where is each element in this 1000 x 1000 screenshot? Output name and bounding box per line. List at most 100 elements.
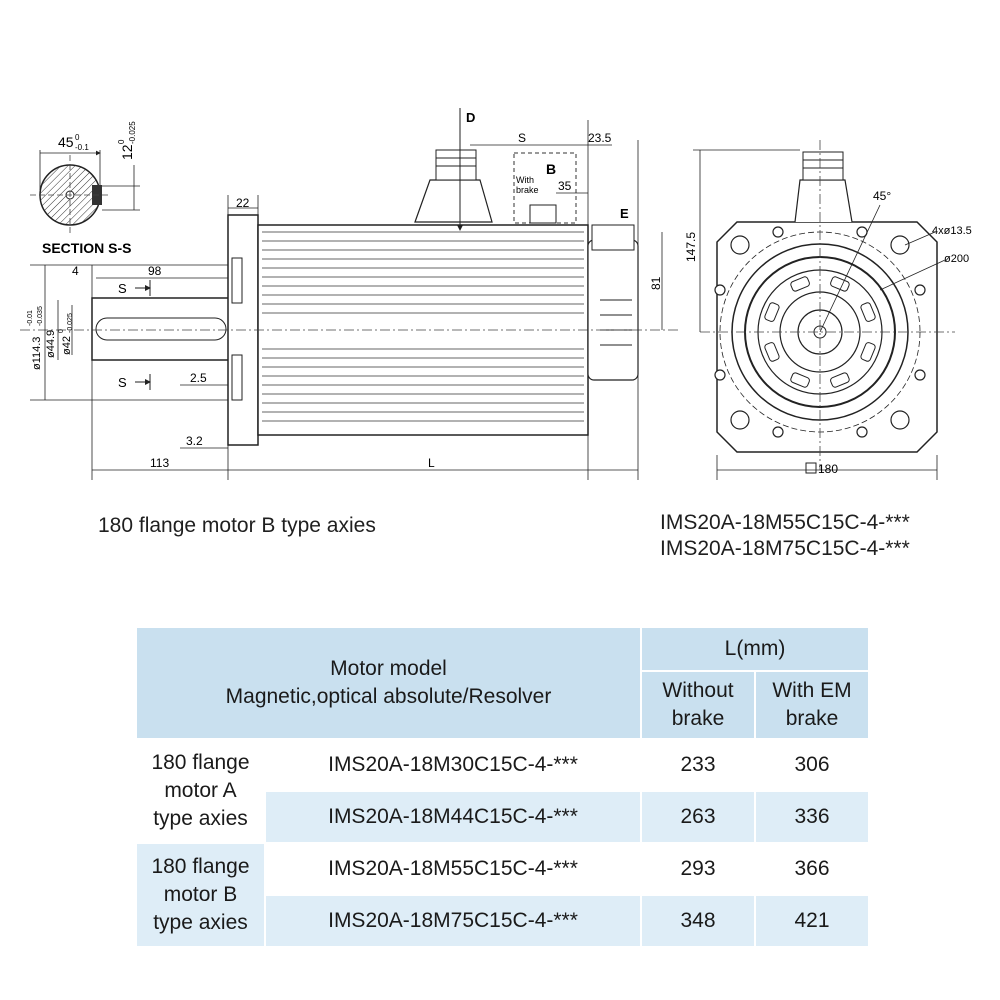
header-with-brake: With EM brake	[754, 670, 870, 740]
dim-114-3: ø114.3	[31, 337, 43, 370]
caption-right: IMS20A-18M55C15C-4-*** IMS20A-18M75C15C-…	[660, 510, 910, 562]
mounting-hole	[730, 410, 750, 430]
group-a-line1: 180 flange	[151, 751, 250, 774]
without-brake-cell: 263	[640, 790, 756, 844]
view-marker-B: B	[546, 161, 556, 177]
header-without-line2: brake	[671, 707, 725, 730]
rotor-slot	[830, 372, 850, 388]
dim-45-degrees: 45°	[873, 189, 891, 203]
dim-113: 113	[150, 456, 169, 470]
dim-3-2: 3.2	[186, 434, 203, 448]
group-a-line2: motor A	[164, 779, 237, 802]
dim-180: 180	[818, 462, 838, 476]
with-brake-cell: 366	[754, 842, 870, 896]
header-without-brake: Without brake	[640, 670, 756, 740]
side-view: S S 22 4 98 2.5 3.2 113 L S 23.5 35 81 ø…	[20, 108, 680, 480]
model-cell: IMS20A-18M30C15C-4-***	[264, 738, 642, 792]
dim-114-3-tol-lower: -0.035	[37, 306, 44, 326]
header-L: L(mm)	[640, 626, 870, 672]
dim-2-5: 2.5	[190, 371, 207, 385]
group-label-b: 180 flange motor B type axies	[135, 842, 266, 948]
model-cell: IMS20A-18M44C15C-4-***	[264, 790, 642, 844]
front-view: 147.5 180 45° 4xø13.5 ø200	[684, 140, 972, 480]
dim-42-tol-lower: -0.025	[67, 313, 74, 333]
dim-98: 98	[148, 264, 162, 278]
mounting-hole	[730, 235, 750, 255]
table-row: 180 flange motor B type axies IMS20A-18M…	[135, 842, 870, 948]
mounting-hole	[772, 426, 784, 438]
dim-45: 45	[58, 134, 74, 150]
dim-45-tol-upper: 0	[75, 133, 80, 142]
dim-12-tol-lower: -0.025	[128, 121, 137, 144]
rotor-slot	[790, 276, 810, 292]
dim-12: 12	[119, 144, 135, 160]
group-a-line3: type axies	[153, 807, 248, 830]
without-brake-cell: 293	[640, 842, 756, 896]
group-b-line2: motor B	[163, 883, 238, 906]
view-marker-E: E	[620, 206, 629, 221]
view-marker-D: D	[466, 110, 475, 125]
brake-label: brake	[516, 185, 539, 195]
model-cell: IMS20A-18M75C15C-4-***	[264, 894, 642, 948]
table-row: 180 flange motor A type axies IMS20A-18M…	[135, 738, 870, 844]
dim-4: 4	[72, 264, 79, 278]
section-marker-top: S	[118, 281, 127, 296]
group-b-line3: type axies	[153, 911, 248, 934]
header-motor-model: Motor model Magnetic,optical absolute/Re…	[135, 626, 642, 740]
header-with-line2: brake	[785, 707, 839, 730]
dim-114-3-tol-upper: -0.01	[27, 310, 34, 326]
header-without-line1: Without	[662, 679, 734, 702]
with-label: With	[516, 175, 534, 185]
rotor-spokes	[764, 276, 876, 388]
with-brake-cell: 306	[754, 738, 870, 792]
group-b-line1: 180 flange	[151, 855, 250, 878]
dim-200: ø200	[944, 253, 969, 265]
header-model-line1: Motor model	[330, 657, 447, 680]
dim-S: S	[518, 131, 526, 145]
mounting-hole	[856, 426, 868, 438]
rotor-slot	[764, 302, 780, 322]
motor-dimension-drawing: 45 0 -0.1 12 0 -0.025 SECTION S-S	[20, 108, 972, 480]
mounting-hole	[714, 284, 726, 296]
rotor-slot	[764, 342, 780, 362]
dim-42-tol-upper: 0	[58, 329, 65, 333]
rotor-slot	[790, 372, 810, 388]
section-marker-bottom: S	[118, 375, 127, 390]
dim-35: 35	[558, 179, 572, 193]
dim-42: ø42	[61, 336, 73, 355]
rotor-slot	[860, 342, 876, 362]
section-label: SECTION S-S	[42, 240, 131, 256]
with-brake-cell: 421	[754, 894, 870, 948]
dim-4x13-5: 4xø13.5	[932, 225, 972, 237]
dim-L: L	[428, 456, 435, 470]
cooling-fins	[262, 231, 584, 422]
header-model-line2: Magnetic,optical absolute/Resolver	[225, 685, 552, 708]
model-cell: IMS20A-18M55C15C-4-***	[264, 842, 642, 896]
caption-right-line1: IMS20A-18M55C15C-4-***	[660, 511, 910, 534]
dim-22: 22	[236, 196, 250, 210]
dim-147-5: 147.5	[684, 232, 698, 262]
caption-left: 180 flange motor B type axies	[98, 514, 376, 537]
without-brake-cell: 348	[640, 894, 756, 948]
mounting-hole	[772, 226, 784, 238]
mounting-hole	[914, 284, 926, 296]
dim-44-9: ø44.9	[45, 330, 57, 358]
header-with-line1: With EM	[772, 679, 852, 702]
dim-23-5: 23.5	[588, 131, 612, 145]
mounting-hole	[890, 235, 910, 255]
section-view: 45 0 -0.1 12 0 -0.025 SECTION S-S	[30, 121, 140, 256]
mounting-hole	[714, 369, 726, 381]
rotor-slot	[860, 302, 876, 322]
rotor-slot	[830, 276, 850, 292]
dim-81: 81	[649, 276, 663, 290]
with-brake-cell: 336	[754, 790, 870, 844]
mounting-hole	[890, 410, 910, 430]
without-brake-cell: 233	[640, 738, 756, 792]
dim-45-tol-lower: -0.1	[75, 143, 89, 152]
table-row: IMS20A-18M44C15C-4-*** 263 336	[136, 790, 870, 844]
dimension-table: Motor model Magnetic,optical absolute/Re…	[135, 626, 870, 948]
group-label-a: 180 flange motor A type axies	[135, 738, 266, 844]
caption-right-line2: IMS20A-18M75C15C-4-***	[660, 537, 910, 560]
mounting-holes	[714, 226, 926, 438]
mounting-hole	[914, 369, 926, 381]
